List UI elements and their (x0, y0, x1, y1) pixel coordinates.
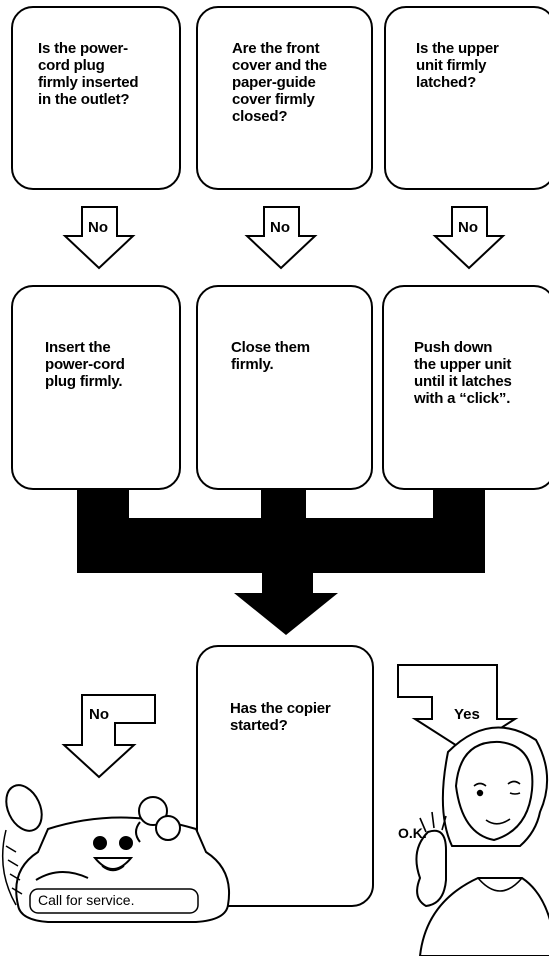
action-box-insert-plug (11, 285, 181, 490)
call-for-service-text: Call for service. (38, 892, 135, 908)
telephone-icon (1, 784, 230, 923)
action-close-covers: Close them firmly. (231, 339, 310, 373)
no-arrow-3 (432, 206, 506, 270)
question-upper-unit: Is the upper unit firmly latched? (416, 40, 499, 91)
question-box-power-cord (11, 6, 181, 190)
question-covers: Are the front cover and the paper-guide … (232, 40, 327, 125)
action-push-upper-unit: Push down the upper unit until it latche… (414, 339, 512, 407)
no-label-final: No (89, 706, 109, 723)
action-insert-plug: Insert the power-cord plug firmly. (45, 339, 125, 390)
woman-ok-icon (415, 726, 549, 956)
yes-label-final: Yes (454, 706, 480, 723)
action-box-close-covers (196, 285, 373, 490)
no-label-1: No (88, 219, 108, 236)
question-box-upper-unit (384, 6, 549, 190)
question-box-covers (196, 6, 373, 190)
question-copier-started: Has the copier started? (230, 700, 331, 734)
question-box-copier-started (196, 645, 374, 907)
no-label-3: No (458, 219, 478, 236)
no-label-2: No (270, 219, 290, 236)
no-arrow-final (61, 694, 156, 779)
question-power-cord: Is the power- cord plug firmly inserted … (38, 40, 139, 108)
no-arrow-2 (244, 206, 318, 270)
ok-text: O.K. (398, 825, 427, 841)
action-box-push-upper-unit (382, 285, 549, 490)
merge-arrow (77, 490, 485, 635)
no-arrow-1 (62, 206, 136, 270)
